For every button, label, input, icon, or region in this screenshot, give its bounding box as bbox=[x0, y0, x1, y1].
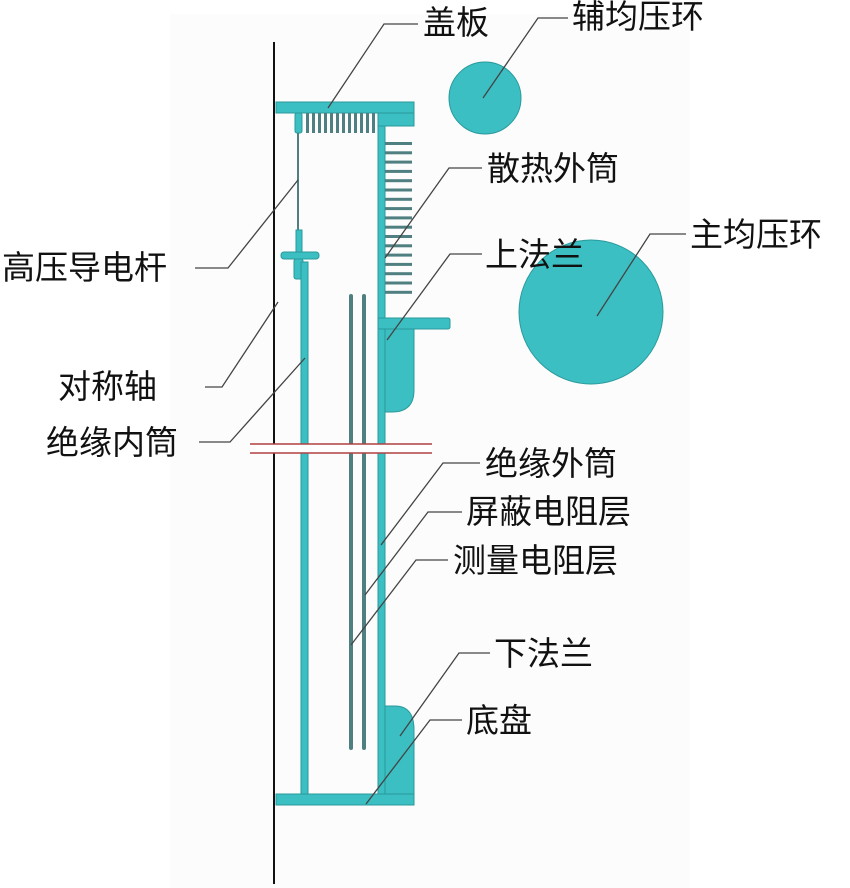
label-main-grading-ring: 主均压环 bbox=[690, 215, 822, 254]
heat-sink-fin bbox=[385, 281, 412, 285]
cover-fin bbox=[312, 113, 315, 133]
heat-sink-fin bbox=[385, 188, 412, 192]
heat-sink-fin bbox=[385, 169, 412, 173]
leader-lower-flange bbox=[399, 652, 490, 737]
insulating-inner-tube bbox=[300, 261, 309, 795]
heat-sink-tube bbox=[377, 125, 386, 323]
leader-outer-tube bbox=[380, 462, 480, 546]
heat-sink-fin bbox=[385, 225, 412, 229]
leader-hv-rod bbox=[195, 179, 299, 269]
cover-fin bbox=[324, 113, 327, 133]
cover-fin bbox=[360, 113, 363, 133]
hv-rod-disc bbox=[280, 251, 320, 260]
heat-sink-fin bbox=[385, 272, 412, 276]
cover-fin bbox=[342, 113, 345, 133]
leader-lines bbox=[195, 17, 686, 805]
leader-heat-sink bbox=[384, 167, 482, 259]
label-upper-flange: 上法兰 bbox=[485, 235, 584, 274]
cover-plate-step bbox=[377, 112, 415, 127]
heat-sink-fin bbox=[385, 142, 412, 145]
measuring-resistor-layer bbox=[349, 294, 353, 750]
label-base-plate: 底盘 bbox=[466, 701, 532, 740]
hv-rod-top-clamp bbox=[294, 112, 303, 134]
upper-flange bbox=[384, 328, 415, 413]
leader-main-ring bbox=[596, 233, 686, 317]
leader-base-plate bbox=[365, 719, 462, 805]
cover-fin bbox=[318, 113, 321, 133]
shielding-resistor-layer bbox=[362, 294, 366, 750]
label-shielding-resistor-layer: 屏蔽电阻层 bbox=[466, 492, 631, 531]
insulating-outer-tube bbox=[377, 321, 386, 795]
heat-sink-fin bbox=[385, 207, 412, 211]
cover-fin bbox=[306, 113, 309, 133]
heat-sink-fin bbox=[385, 244, 412, 248]
hv-rod-connector bbox=[295, 229, 303, 253]
lower-flange bbox=[384, 705, 415, 795]
cover-fin bbox=[366, 113, 369, 133]
cover-fin bbox=[354, 113, 357, 133]
leader-measure-layer bbox=[350, 559, 448, 646]
cover-fin bbox=[330, 113, 333, 133]
label-insulating-inner-tube: 绝缘内筒 bbox=[46, 423, 178, 462]
leader-inner-tube bbox=[199, 357, 306, 443]
heat-sink-fin bbox=[385, 179, 412, 183]
label-measuring-resistor-layer: 测量电阻层 bbox=[453, 541, 618, 580]
heat-sink-fin bbox=[385, 216, 412, 220]
heat-sink-fins bbox=[385, 142, 412, 294]
break-band bbox=[250, 444, 432, 453]
heat-sink-fin bbox=[385, 151, 412, 155]
heat-sink-fin bbox=[385, 262, 412, 266]
label-hv-conductor-rod: 高压导电杆 bbox=[2, 248, 167, 287]
cover-fin bbox=[372, 113, 375, 133]
label-symmetry-axis: 对称轴 bbox=[58, 367, 157, 406]
leader-cover-plate bbox=[327, 23, 418, 109]
aux-grading-ring bbox=[448, 61, 522, 135]
heat-sink-fin bbox=[385, 197, 412, 201]
leader-shield-layer bbox=[364, 511, 462, 596]
base-plate bbox=[275, 793, 415, 806]
heat-sink-fin bbox=[385, 290, 412, 294]
heat-sink-fin bbox=[385, 160, 412, 164]
upper-flange-plate bbox=[377, 317, 451, 330]
leader-aux-ring bbox=[482, 17, 568, 99]
cover-fin bbox=[336, 113, 339, 133]
leader-axis bbox=[205, 301, 279, 388]
label-lower-flange: 下法兰 bbox=[494, 634, 593, 673]
cover-fins bbox=[306, 113, 375, 133]
label-heat-sink-outer-tube: 散热外筒 bbox=[487, 149, 619, 188]
label-cover-plate: 盖板 bbox=[423, 3, 489, 42]
main-grading-ring bbox=[518, 239, 664, 385]
label-insulating-outer-tube: 绝缘外筒 bbox=[485, 444, 617, 483]
heat-sink-fin bbox=[385, 235, 412, 238]
cover-plate bbox=[275, 101, 415, 114]
heat-sink-fin bbox=[385, 253, 412, 257]
label-aux-grading-ring: 辅均压环 bbox=[572, 0, 704, 36]
leader-upper-flange bbox=[386, 253, 482, 341]
cover-fin bbox=[348, 113, 351, 133]
